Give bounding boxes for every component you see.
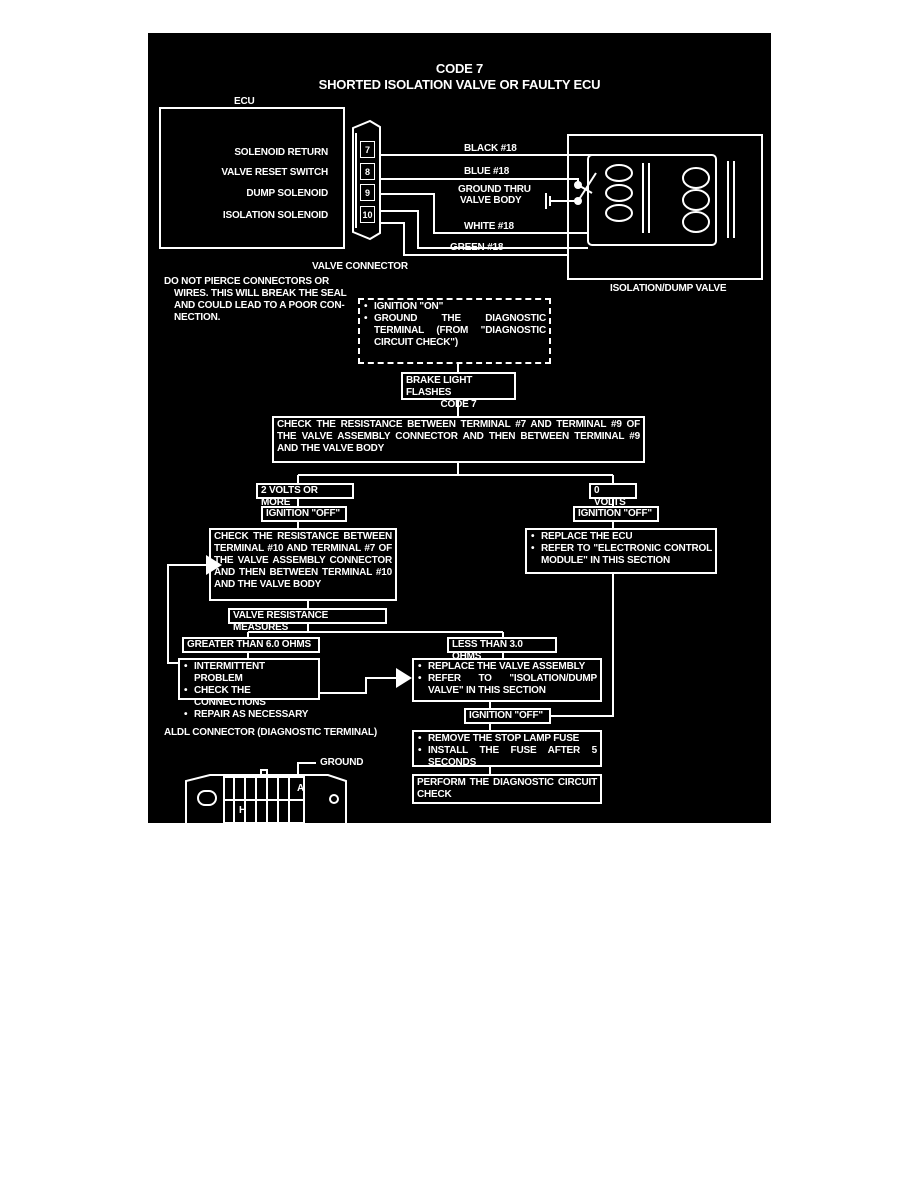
wire-label-ground-thru: GROUND THRU [458,184,531,195]
wire-green [380,222,568,256]
replace-ecu-step: REPLACE THE ECU [530,531,712,543]
brake-light-code: CODE 7 [440,399,477,410]
aldl-connector-label: ALDL CONNECTOR (DIAGNOSTIC TERMINAL) [164,727,377,738]
wire-label-blue: BLUE #18 [464,166,510,177]
start-step: IGNITION "ON" [363,301,546,313]
wire-label-valve-body: VALVE BODY [460,195,522,206]
note-line: DO NOT PIERCE CONNECTORS OR [164,276,329,287]
fuse-step: REMOVE THE STOP LAMP FUSE [417,733,597,745]
terminal-8: 8 [360,163,375,180]
ecu-pin-solenoid-return: SOLENOID RETURN [234,147,328,158]
less-than-3-ohms-box: LESS THAN 3.0 OHMS [447,637,557,662]
arrow-to-replace-valve [396,668,412,688]
valve-connector-body [352,119,381,241]
check-resistance-10-7-box: CHECK THE RESISTANCE BETWEEN TERMINAL #1… [209,528,397,601]
replace-ecu-step: REFER TO "ELECTRONIC CONTROL MODULE" IN … [530,543,712,567]
start-box: IGNITION "ON" GROUND THE DIAGNOSTIC TERM… [358,298,551,364]
perform-diagnostic-check-box: PERFORM THE DIAGNOSTIC CIRCUIT CHECK [412,774,602,804]
valve-inner-box [587,154,717,246]
diagram-panel: CODE 7 SHORTED ISOLATION VALVE OR FAULTY… [148,33,771,823]
start-step: GROUND THE DIAGNOSTIC TERMINAL (FROM "DI… [363,313,546,349]
valve-resistance-measures-box: VALVE RESISTANCE MEASURES [228,608,387,633]
brake-light-box: BRAKE LIGHT FLASHES CODE 7 [401,372,516,410]
ecu-box [159,107,345,249]
brake-light-text: BRAKE LIGHT FLASHES [406,375,473,398]
note-line: AND COULD LEAD TO A POOR CON- [174,300,345,311]
wire-label-green: GREEN #18 [450,242,504,253]
intermittent-step: INTERMITTENT PROBLEM [183,661,315,685]
ground-label: GROUND [320,757,364,768]
aldl-connector-body [185,774,347,823]
wire-label-black: BLACK #18 [464,143,517,154]
wire-white [380,210,588,249]
two-volts-box: 2 VOLTS OR MORE [256,483,354,508]
ignition-off-box-right: IGNITION "OFF" [573,506,659,522]
valve-outer-box [567,134,763,280]
stop-lamp-fuse-box: REMOVE THE STOP LAMP FUSE INSTALL THE FU… [412,730,602,769]
zero-volts-box: 0 VOLTS [589,483,637,508]
code-title: CODE 7 [435,61,484,76]
ignition-off-box-bottom: IGNITION "OFF" [464,708,551,724]
ecu-pin-valve-reset-switch: VALVE RESET SWITCH [221,167,328,178]
ecu-pin-isolation-solenoid: ISOLATION SOLENOID [222,210,328,221]
replace-valve-box: REPLACE THE VALVE ASSEMBLY REFER TO "ISO… [412,658,602,702]
intermittent-step: CHECK THE CONNECTIONS [183,685,315,709]
ecu-pin-dump-solenoid: DUMP SOLENOID [246,188,328,199]
wire-ground [380,193,588,234]
aldl-pin-h: H [239,805,247,816]
note-line: NECTION. [174,312,221,323]
intermittent-step: REPAIR AS NECESSARY [183,709,315,721]
intermittent-problem-box: INTERMITTENT PROBLEM CHECK THE CONNECTIO… [178,658,320,721]
replace-valve-step: REFER TO "ISOLATION/DUMP VALVE" IN THIS … [417,673,597,697]
aldl-pin-a: A [297,783,305,794]
note-line: WIRES. THIS WILL BREAK THE SEAL [174,288,347,299]
ecu-label: ECU [234,96,255,107]
terminal-7: 7 [360,141,375,158]
valve-label: ISOLATION/DUMP VALVE [610,283,727,294]
valve-connector-label: VALVE CONNECTOR [312,261,408,272]
code-subtitle: SHORTED ISOLATION VALVE OR FAULTY ECU [318,77,601,92]
check-resistance-7-9-box: CHECK THE RESISTANCE BETWEEN TERMINAL #7… [272,416,645,463]
replace-valve-step: REPLACE THE VALVE ASSEMBLY [417,661,597,673]
ignition-off-box-left: IGNITION "OFF" [261,506,347,522]
wiring-and-flow-lines [159,107,763,823]
replace-ecu-box: REPLACE THE ECU REFER TO "ELECTRONIC CON… [525,528,717,574]
wire-label-white: WHITE #18 [464,221,514,232]
terminal-9: 9 [360,184,375,201]
fuse-step: INSTALL THE FUSE AFTER 5 SECONDS [417,745,597,769]
terminal-10: 10 [360,206,375,223]
greater-than-6-ohms-box: GREATER THAN 6.0 OHMS [182,637,320,653]
